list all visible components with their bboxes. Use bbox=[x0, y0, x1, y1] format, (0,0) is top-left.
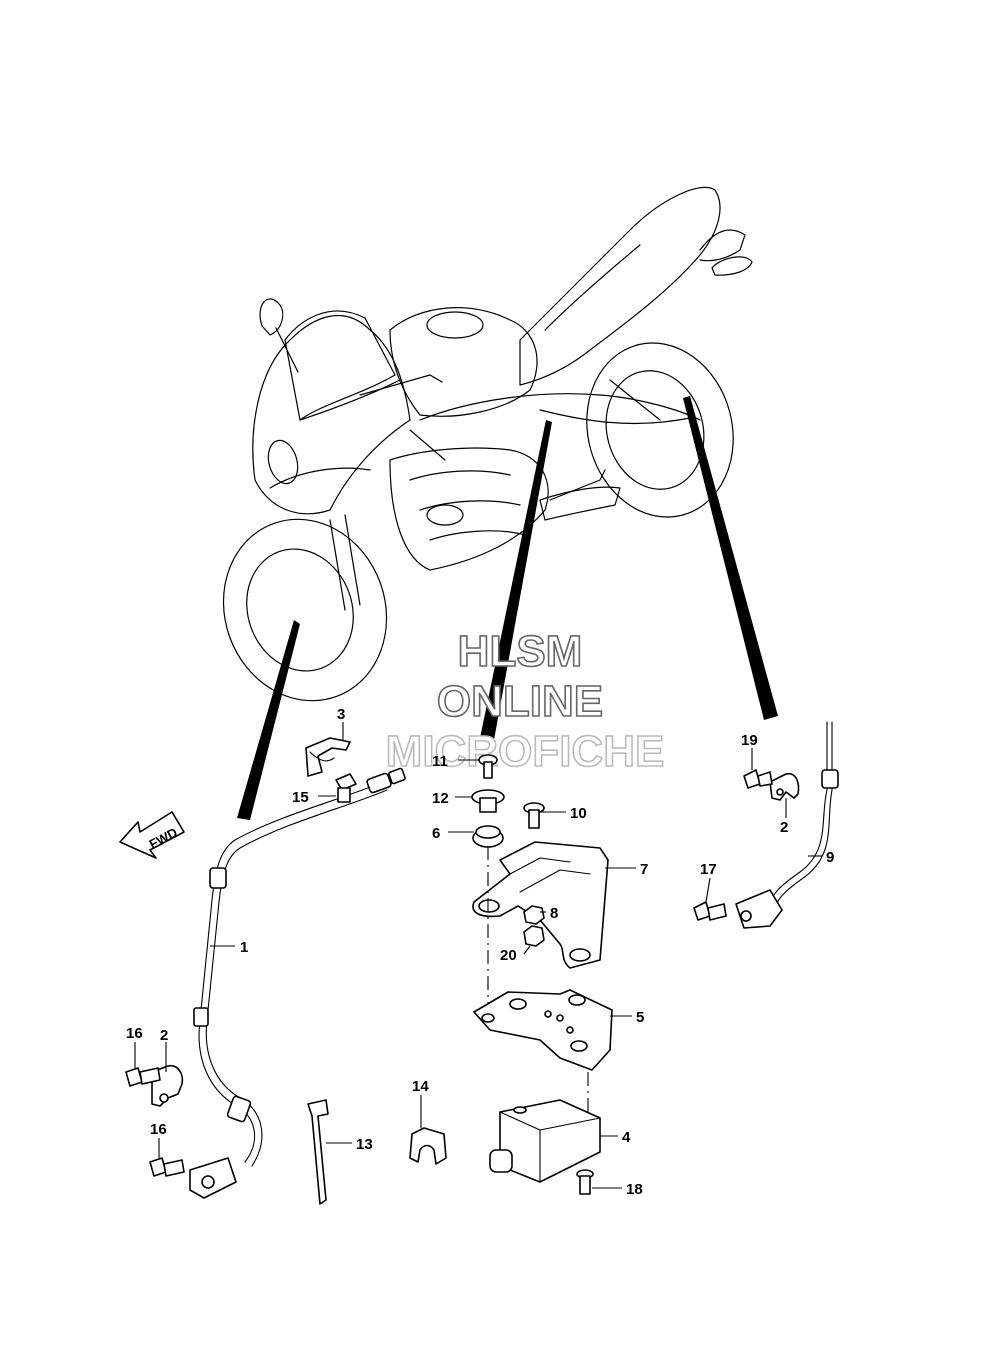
fwd-arrow-icon: FWD bbox=[119, 811, 185, 859]
part-12-collar bbox=[471, 789, 505, 813]
callout-6: 6 bbox=[432, 825, 440, 842]
callout-8: 8 bbox=[550, 905, 558, 922]
part-14-clip bbox=[409, 1127, 447, 1165]
part-4-module bbox=[489, 1099, 601, 1183]
watermark-line2: ONLINE bbox=[437, 677, 603, 726]
callout-12: 12 bbox=[432, 790, 449, 807]
callout-leaders bbox=[134, 722, 822, 1189]
callout-14: 14 bbox=[412, 1078, 429, 1095]
callout-7: 7 bbox=[640, 861, 648, 878]
callout-18: 18 bbox=[626, 1181, 643, 1198]
callout-16-b: 16 bbox=[150, 1121, 167, 1138]
part-19-bolt bbox=[743, 769, 773, 789]
callout-15: 15 bbox=[292, 789, 309, 806]
part-16-bolt-a bbox=[125, 1067, 161, 1087]
callout-4: 4 bbox=[622, 1129, 631, 1146]
part-2-clamp-right bbox=[769, 772, 800, 801]
callout-9: 9 bbox=[826, 849, 834, 866]
callout-labels: 1 2 2 3 4 5 6 7 8 9 10 11 12 13 14 15 16… bbox=[126, 706, 834, 1198]
callout-5: 5 bbox=[636, 1009, 644, 1026]
part-9-rear-sensor bbox=[735, 721, 839, 929]
leader-wedges bbox=[237, 396, 778, 820]
part-10-screw bbox=[523, 802, 545, 829]
watermark-line3: MICROFICHE bbox=[386, 727, 665, 776]
callout-2-right: 2 bbox=[780, 819, 788, 836]
callout-13: 13 bbox=[356, 1136, 373, 1153]
part-13-cable-tie bbox=[307, 1099, 329, 1205]
part-7-bracket bbox=[472, 841, 609, 969]
callout-3: 3 bbox=[337, 706, 345, 723]
callout-11: 11 bbox=[432, 753, 448, 770]
part-20-nut bbox=[523, 925, 545, 947]
part-3-clamp bbox=[305, 737, 351, 777]
callout-16-a: 16 bbox=[126, 1025, 143, 1042]
watermark: HLSM ONLINE MICROFICHE bbox=[385, 626, 665, 777]
callout-1: 1 bbox=[240, 939, 248, 956]
part-6-grommet bbox=[472, 825, 504, 848]
part-15-bolt bbox=[335, 773, 357, 803]
motorcycle-outline bbox=[222, 186, 753, 702]
part-17-bolt bbox=[693, 901, 727, 921]
part-16-bolt-b bbox=[149, 1157, 185, 1177]
callout-20: 20 bbox=[500, 947, 517, 964]
part-11-screw bbox=[478, 754, 498, 779]
callout-17: 17 bbox=[700, 861, 717, 878]
callout-2-left: 2 bbox=[160, 1027, 168, 1044]
part-18-bolt bbox=[576, 1169, 594, 1195]
callout-10: 10 bbox=[570, 805, 587, 822]
watermark-line1: HLSM bbox=[458, 627, 583, 676]
part-1-front-sensor bbox=[189, 767, 406, 1199]
callout-19: 19 bbox=[741, 732, 758, 749]
part-8-nut bbox=[523, 905, 545, 925]
part-5-plate bbox=[473, 989, 613, 1071]
